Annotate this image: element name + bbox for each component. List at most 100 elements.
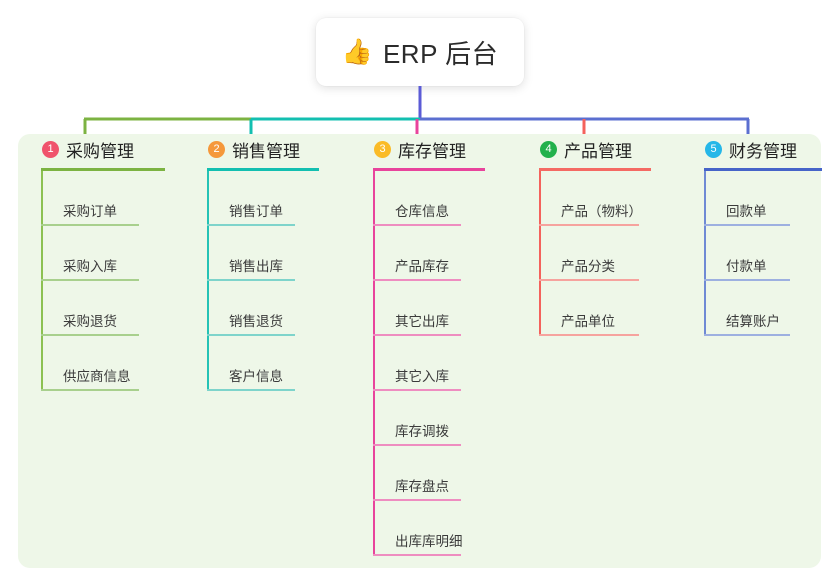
- column-badge-2: 2: [208, 140, 225, 158]
- column-badge-5: 5: [705, 140, 722, 158]
- list-item-label: 客户信息: [229, 369, 283, 385]
- column-underline-1: [41, 168, 165, 171]
- list-item[interactable]: 产品单位: [539, 281, 663, 336]
- column-items-1: 采购订单采购入库采购退货供应商信息: [41, 171, 165, 391]
- column-underline-4: [539, 168, 651, 171]
- list-item[interactable]: 采购入库: [41, 226, 165, 281]
- list-item[interactable]: 产品分类: [539, 226, 663, 281]
- column-header-3[interactable]: 3 库存管理: [373, 134, 497, 164]
- column-2: 2 销售管理销售订单销售出库销售退货客户信息: [207, 134, 331, 391]
- list-item-underline: [373, 554, 461, 556]
- list-item-label: 采购订单: [63, 204, 117, 220]
- list-item[interactable]: 销售退货: [207, 281, 331, 336]
- list-item[interactable]: 付款单: [704, 226, 828, 281]
- root-node-card[interactable]: 👍 ERP 后台: [316, 18, 524, 86]
- list-item[interactable]: 产品库存: [373, 226, 497, 281]
- list-item-label: 仓库信息: [395, 204, 449, 220]
- list-item-underline: [207, 224, 295, 226]
- column-items-4: 产品（物料） 产品分类产品单位: [539, 171, 663, 336]
- column-header-5[interactable]: 5 财务管理: [704, 134, 828, 164]
- column-title-3: 库存管理: [398, 141, 466, 161]
- list-item-label: 采购退货: [63, 314, 117, 330]
- list-item-underline: [704, 334, 790, 336]
- list-item-underline: [41, 279, 139, 281]
- list-item[interactable]: 其它入库: [373, 336, 497, 391]
- list-item[interactable]: 销售出库: [207, 226, 331, 281]
- column-spine-2: [207, 171, 209, 391]
- list-item-underline: [373, 499, 461, 501]
- column-spine-3: [373, 171, 375, 556]
- column-header-1[interactable]: 1 采购管理: [41, 134, 165, 164]
- list-item-label: 产品单位: [561, 314, 615, 330]
- list-item-underline: [539, 334, 639, 336]
- list-item-label: 其它入库: [395, 369, 449, 385]
- column-badge-4: 4: [540, 140, 557, 158]
- column-items-5: 回款单付款单结算账户: [704, 171, 828, 336]
- column-title-4: 产品管理: [564, 141, 632, 161]
- column-underline-3: [373, 168, 485, 171]
- diagram-panel: 1 采购管理采购订单采购入库采购退货供应商信息 2 销售管理销售订单销售出库销售退货客…: [18, 134, 822, 568]
- column-title-1: 采购管理: [66, 141, 134, 161]
- list-item[interactable]: 客户信息: [207, 336, 331, 391]
- list-item[interactable]: 仓库信息: [373, 171, 497, 226]
- column-underline-2: [207, 168, 319, 171]
- column-1: 1 采购管理采购订单采购入库采购退货供应商信息: [41, 134, 165, 391]
- list-item-label: 其它出库: [395, 314, 449, 330]
- list-item-label: 销售退货: [229, 314, 283, 330]
- root-node-title: ERP 后台: [382, 38, 499, 69]
- column-badge-1: 1: [42, 140, 59, 158]
- column-5: 5 财务管理回款单付款单结算账户: [704, 134, 828, 336]
- list-item-underline: [41, 334, 139, 336]
- list-item-underline: [704, 279, 790, 281]
- list-item-label: 库存调拨: [395, 424, 449, 440]
- list-item-label: 产品库存: [395, 259, 449, 275]
- column-spine-5: [704, 171, 706, 336]
- list-item[interactable]: 回款单: [704, 171, 828, 226]
- column-title-2: 销售管理: [232, 141, 300, 161]
- list-item-label: 结算账户: [726, 314, 780, 330]
- list-item-underline: [704, 224, 790, 226]
- column-underline-5: [704, 168, 822, 171]
- list-item-underline: [373, 279, 461, 281]
- list-item[interactable]: 产品（物料）: [539, 171, 663, 226]
- column-3: 3 库存管理仓库信息产品库存其它出库其它入库库存调拨库存盘点出库库明细: [373, 134, 497, 556]
- list-item-underline: [373, 224, 461, 226]
- list-item-label: 出库库明细: [395, 534, 463, 550]
- list-item-label: 供应商信息: [63, 369, 131, 385]
- list-item[interactable]: 其它出库: [373, 281, 497, 336]
- list-item[interactable]: 销售订单: [207, 171, 331, 226]
- list-item[interactable]: 库存调拨: [373, 391, 497, 446]
- column-header-4[interactable]: 4 产品管理: [539, 134, 663, 164]
- column-badge-3: 3: [374, 140, 391, 158]
- list-item-label: 采购入库: [63, 259, 117, 275]
- column-items-2: 销售订单销售出库销售退货客户信息: [207, 171, 331, 391]
- list-item-underline: [373, 444, 461, 446]
- list-item-label: 付款单: [726, 259, 767, 275]
- list-item-underline: [539, 224, 639, 226]
- list-item[interactable]: 采购退货: [41, 281, 165, 336]
- list-item-label: 销售出库: [229, 259, 283, 275]
- list-item[interactable]: 供应商信息: [41, 336, 165, 391]
- list-item-label: 销售订单: [229, 204, 283, 220]
- list-item[interactable]: 结算账户: [704, 281, 828, 336]
- column-title-5: 财务管理: [729, 141, 797, 161]
- thumbs-up-icon: 👍: [341, 37, 373, 66]
- list-item-underline: [207, 279, 295, 281]
- list-item-label: 产品（物料）: [561, 204, 642, 220]
- list-item-underline: [373, 334, 461, 336]
- column-4: 4 产品管理产品（物料） 产品分类产品单位: [539, 134, 663, 336]
- list-item[interactable]: 采购订单: [41, 171, 165, 226]
- column-header-2[interactable]: 2 销售管理: [207, 134, 331, 164]
- list-item-label: 回款单: [726, 204, 767, 220]
- list-item[interactable]: 出库库明细: [373, 501, 497, 556]
- list-item-label: 产品分类: [561, 259, 615, 275]
- list-item[interactable]: 库存盘点: [373, 446, 497, 501]
- list-item-underline: [207, 334, 295, 336]
- list-item-underline: [373, 389, 461, 391]
- column-spine-1: [41, 171, 43, 391]
- list-item-underline: [539, 279, 639, 281]
- list-item-underline: [207, 389, 295, 391]
- list-item-underline: [41, 224, 139, 226]
- list-item-label: 库存盘点: [395, 479, 449, 495]
